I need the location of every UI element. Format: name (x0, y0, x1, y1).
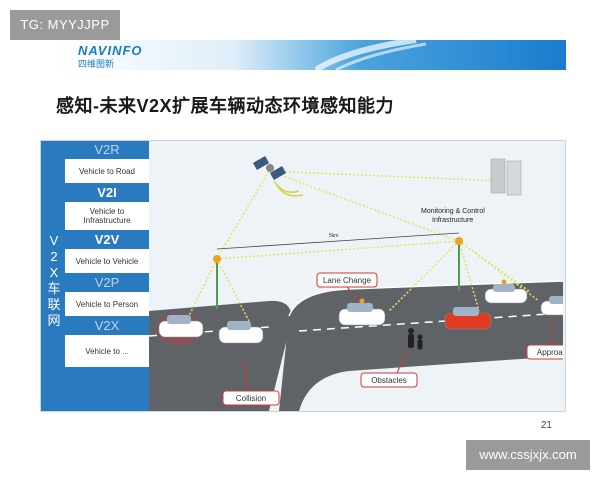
tag-approach-text: Approach (537, 348, 563, 357)
category-desc-v2v: Vehicle to Vehicle (65, 249, 149, 274)
category-desc-v2i: Vehicle to Infrastructure (65, 202, 149, 231)
category-desc-v2r: Vehicle to Road (65, 159, 149, 184)
tag-lane-change: Lane Change (316, 272, 378, 302)
logo-subtitle: 四维图新 (78, 59, 115, 69)
category-code-v2r: V2R (65, 141, 149, 159)
page-number: 21 (540, 420, 552, 431)
category-code-v2v: V2V (65, 231, 149, 249)
distance-label: 5km (329, 233, 338, 239)
category-desc-v2x: Vehicle to ... (65, 335, 149, 367)
watermark-bottom: www.cssjxjx.com (466, 440, 590, 470)
vertical-char: 联 (47, 297, 61, 312)
slide-title: 感知-未来V2X扩展车辆动态环境感知能力 (56, 96, 395, 116)
monitoring-label: Monitoring & Control (421, 208, 485, 215)
category-code-v2p: V2P (65, 274, 149, 292)
satellite-icon (252, 156, 304, 197)
infrastructure-label: Infrastructure (432, 217, 473, 224)
v2x-diagram: V 2 X 车 联 网 V2R Vehicle to Road V2I Vehi… (40, 140, 566, 412)
category-code-v2x: V2X (65, 317, 149, 335)
distance-line (216, 232, 460, 250)
road-graphic-icon (314, 40, 426, 70)
car-icon (484, 279, 528, 304)
car-icon (338, 298, 386, 326)
vertical-char: 2 (50, 249, 58, 264)
vertical-char: 车 (47, 281, 61, 296)
network-links (188, 170, 540, 322)
car-icon (540, 296, 563, 316)
tag-obstacles: Obstacles (360, 350, 418, 388)
vertical-label: V 2 X 车 联 网 (44, 233, 64, 329)
watermark-top: TG: MYYJJPP (10, 10, 120, 40)
tag-approach: Approach (526, 320, 563, 360)
car-icon (218, 321, 264, 344)
car-icon (157, 313, 204, 345)
roadside-unit-icon (455, 237, 463, 245)
server-icon (490, 158, 522, 196)
vertical-char: X (49, 265, 59, 280)
v2x-left-panel: V 2 X 车 联 网 V2R Vehicle to Road V2I Vehi… (41, 141, 149, 411)
header-banner: NAVINFO 四维图新 (56, 40, 566, 70)
category-code-v2i: V2I (65, 184, 149, 202)
logo: NAVINFO (78, 43, 143, 58)
tag-lane-change-text: Lane Change (323, 276, 372, 285)
tag-collision: Collision (222, 360, 280, 406)
tag-collision-text: Collision (236, 394, 266, 403)
category-desc-v2p: Vehicle to Person (65, 292, 149, 317)
vertical-char: 网 (47, 313, 61, 328)
slide: NAVINFO 四维图新 感知-未来V2X扩展车辆动态环境感知能力 V 2 X … (36, 40, 566, 440)
vertical-char: V (49, 233, 59, 248)
car-icon (444, 307, 492, 330)
pedestrian-icon (408, 328, 423, 350)
roadside-unit-icon (213, 255, 221, 263)
tag-obstacles-text: Obstacles (371, 376, 407, 385)
v2x-category-list: V2R Vehicle to Road V2I Vehicle to Infra… (65, 141, 149, 367)
traffic-scene: 5km Monitoring & Control Infrastructure (149, 156, 563, 411)
